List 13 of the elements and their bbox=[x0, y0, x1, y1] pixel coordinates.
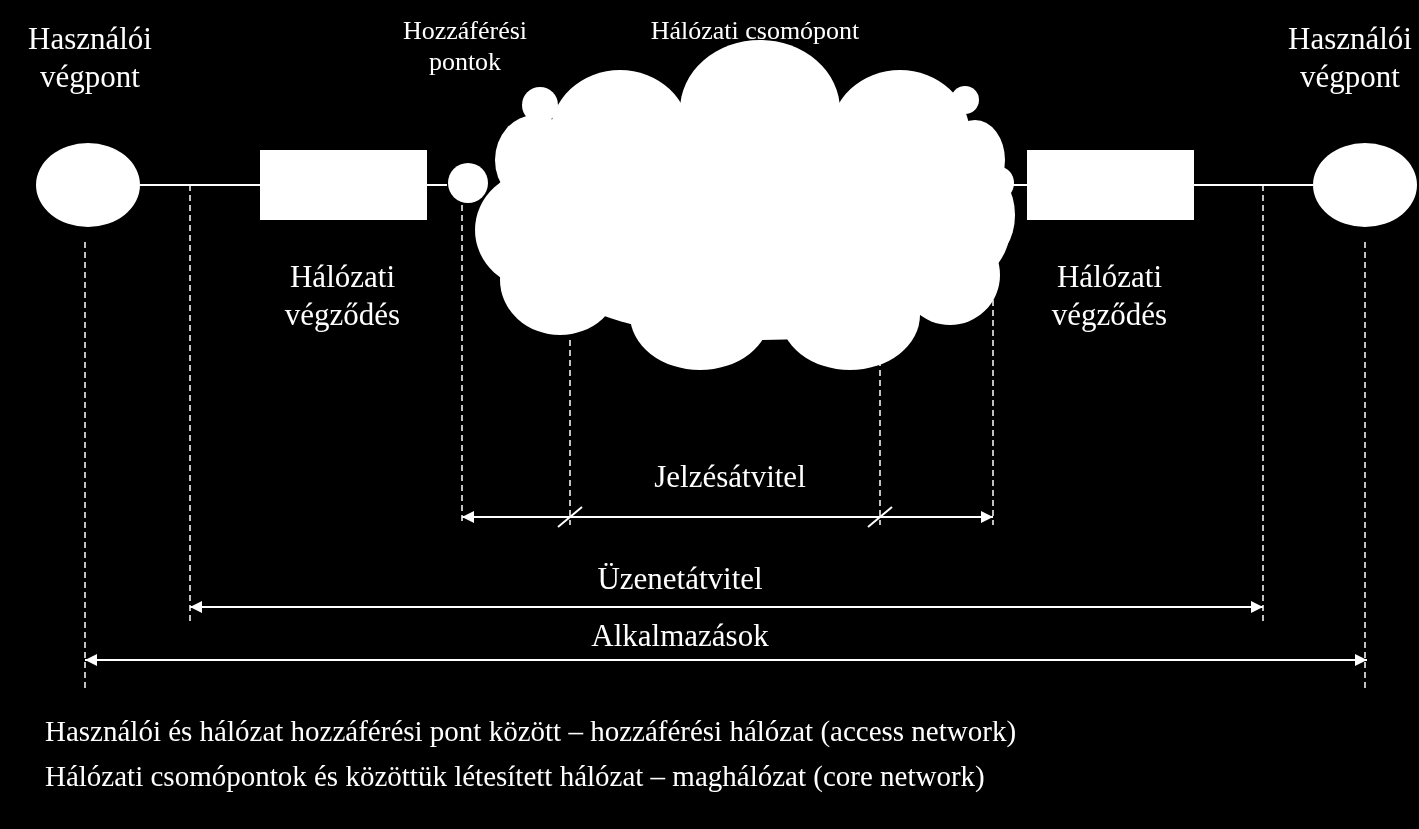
node-label: Használói végpont bbox=[1287, 20, 1413, 96]
note-text: Hálózati csomópontok és közöttük létesített hálózat – maghálózat (core network) bbox=[45, 759, 986, 794]
node-label: Hálózati végződés bbox=[1050, 258, 1169, 334]
note-text: Használói és hálózat hozzáférési pont között – hozzáférési hálózat (access network) bbox=[45, 714, 1018, 749]
connector-line bbox=[426, 184, 448, 186]
node-label: Használói végpont bbox=[27, 20, 153, 96]
dimension-label: Jelzésátvitel bbox=[653, 458, 807, 496]
node-label: Hálózati csomópont bbox=[649, 15, 861, 46]
dimension-label: Üzenetátvitel bbox=[596, 560, 764, 598]
dimension-label: Alkalmazások bbox=[590, 617, 770, 655]
node-label: Hálózati végződés bbox=[283, 258, 402, 334]
connector-line bbox=[139, 184, 261, 186]
access-point-label: Hozzáférési pontok bbox=[401, 15, 529, 77]
